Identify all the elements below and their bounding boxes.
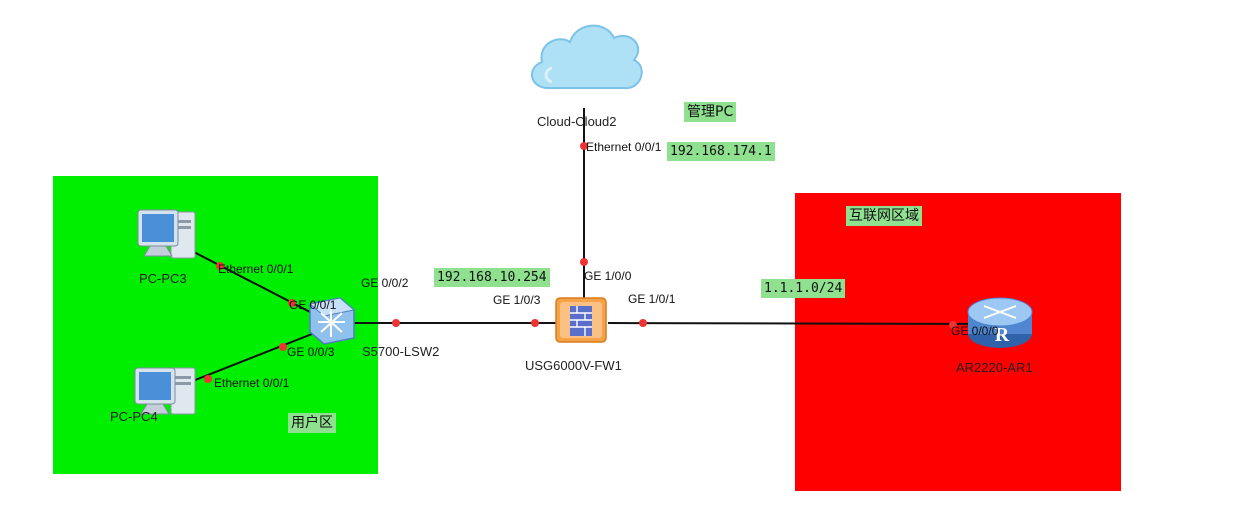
pc3-icon[interactable]	[137, 209, 196, 259]
port-dot-fw-ge100[interactable]	[580, 258, 588, 266]
internet-zone-label: 互联网区域	[846, 206, 922, 226]
port-dot-fw-ge101[interactable]	[639, 319, 647, 327]
port-label-pc3-eth: Ethernet 0/0/1	[218, 262, 294, 276]
switch-device-name: S5700-LSW2	[362, 344, 440, 359]
port-dot-fw-ge103[interactable]	[531, 319, 539, 327]
firewall-device-name: USG6000V-FW1	[525, 358, 622, 373]
svg-text:R: R	[995, 324, 1010, 346]
port-label-fw-ge103: GE 1/0/3	[493, 293, 541, 307]
port-dot-sw-ge003[interactable]	[279, 343, 287, 351]
link-fw-router[interactable]	[607, 322, 1001, 325]
link-pc4-sw[interactable]	[189, 333, 313, 383]
user-zone-label: 用户区	[288, 413, 336, 433]
cloud-device-name: Cloud-Cloud2	[537, 114, 617, 129]
port-label-fw-ge100: GE 1/0/0	[584, 269, 632, 283]
port-label-sw-ge003: GE 0/0/3	[287, 345, 335, 359]
port-label-cloud-eth: Ethernet 0/0/1	[586, 140, 662, 154]
port-dot-sw-ge001[interactable]	[288, 299, 296, 307]
port-dot-pc4-eth[interactable]	[204, 375, 212, 383]
firewall-icon[interactable]	[555, 297, 607, 343]
mgmt-pc-tag: 管理PC	[684, 102, 737, 122]
port-dot-pc3-eth[interactable]	[216, 262, 224, 270]
port-dots	[204, 142, 957, 383]
port-label-pc4-eth: Ethernet 0/0/1	[214, 376, 290, 390]
port-label-sw-ge002: GE 0/0/2	[361, 276, 409, 290]
port-dot-ar-ge000[interactable]	[949, 321, 957, 329]
port-label-sw-ge001: GE 0/0/1	[289, 298, 337, 312]
cloud-icon[interactable]	[531, 24, 643, 90]
router-icon[interactable]: R	[967, 297, 1033, 348]
port-label-fw-ge101: GE 1/0/1	[628, 292, 676, 306]
mgmt-ip-tag: 192.168.174.1	[667, 142, 775, 161]
lan-ip-tag: 192.168.10.254	[434, 268, 550, 287]
router-device-name: AR2220-AR1	[956, 360, 1033, 375]
internet-zone	[795, 193, 1121, 491]
port-dot-cloud-eth[interactable]	[580, 142, 588, 150]
port-dot-sw-ge002[interactable]	[392, 319, 400, 327]
wan-net-tag: 1.1.1.0/24	[761, 279, 846, 298]
pc3-device-name: PC-PC3	[139, 271, 187, 286]
port-label-ar-ge000: GE 0/0/0	[951, 324, 999, 338]
pc4-icon[interactable]	[134, 367, 196, 415]
switch-icon[interactable]	[308, 297, 356, 345]
pc4-device-name: PC-PC4	[110, 409, 158, 424]
